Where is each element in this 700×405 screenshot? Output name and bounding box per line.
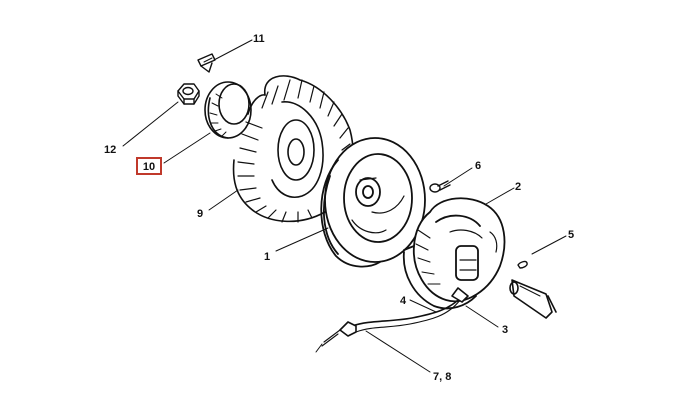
callout-2: 2 xyxy=(515,181,522,193)
callout-10-highlight: 10 xyxy=(136,157,162,175)
bolt-part-11 xyxy=(197,53,216,73)
grommet-part-3 xyxy=(451,287,469,303)
leader-line-1 xyxy=(275,227,329,252)
leader-line-5 xyxy=(531,235,567,255)
callout-4: 4 xyxy=(400,295,407,307)
ring-part-10 xyxy=(204,81,252,139)
leader-lines xyxy=(122,39,567,373)
leader-line-12 xyxy=(122,101,179,147)
leader-line-4 xyxy=(409,299,437,313)
connector-plug xyxy=(509,279,557,319)
wire-part-78 xyxy=(315,343,323,353)
hex-nut-part-12 xyxy=(177,83,200,105)
callout-11: 11 xyxy=(253,33,265,45)
callout-10: 10 xyxy=(142,161,156,173)
cable-part-4 xyxy=(321,287,469,347)
flywheel-part-1 xyxy=(320,137,426,268)
callout-12: 12 xyxy=(104,144,117,156)
leader-line-2 xyxy=(485,187,515,205)
callout-3: 3 xyxy=(502,324,509,336)
callout-7-8: 7, 8 xyxy=(433,371,452,383)
callout-1: 1 xyxy=(264,251,271,263)
callout-6: 6 xyxy=(475,160,482,172)
screw-part-6 xyxy=(429,180,451,193)
leader-line-11 xyxy=(213,39,253,61)
callout-9: 9 xyxy=(197,208,204,220)
callout-5: 5 xyxy=(568,229,575,241)
leader-line-9 xyxy=(208,189,239,211)
stator-plate-part-2 xyxy=(402,197,506,310)
leader-line-78 xyxy=(365,330,431,373)
leader-line-10 xyxy=(163,132,211,164)
leader-line-3 xyxy=(465,305,499,328)
leader-line-6 xyxy=(443,167,473,187)
pin-part-5 xyxy=(517,260,528,269)
